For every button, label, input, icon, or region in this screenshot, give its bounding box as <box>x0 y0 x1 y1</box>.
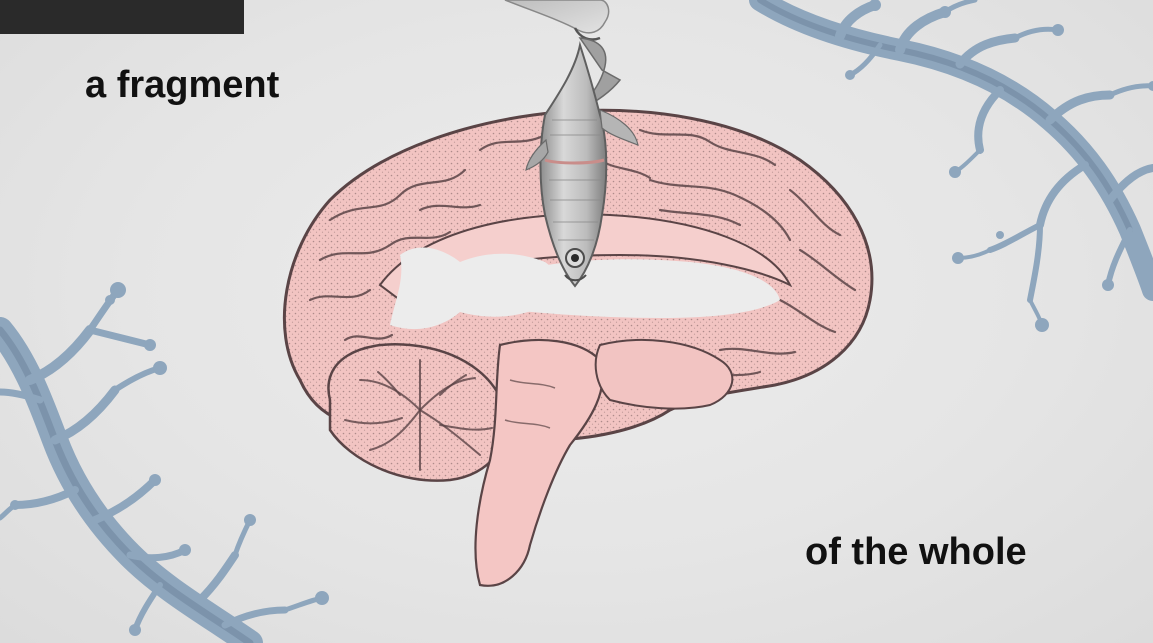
caption-bottom: of the whole <box>805 531 1027 573</box>
hand-holding-fish <box>504 0 610 41</box>
coral-top-right-florets <box>845 0 1153 332</box>
fish-shaped-cutout <box>390 247 557 330</box>
caption-top: a fragment <box>85 64 280 106</box>
top-dark-bar <box>0 0 244 34</box>
hanging-fish <box>525 37 639 288</box>
coral-bottom-left <box>0 286 325 643</box>
coral-bottom-left-florets <box>10 282 329 636</box>
